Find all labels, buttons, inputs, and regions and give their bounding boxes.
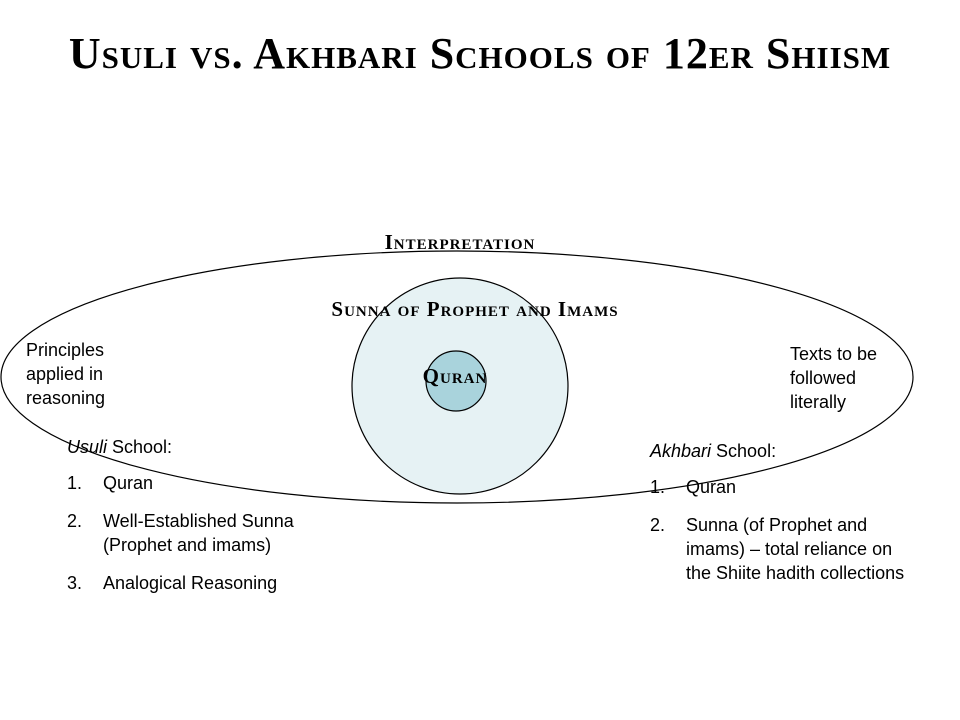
list-item-text: Sunna (of Prophet and imams) – total rel… [686, 515, 905, 583]
list-item: 1. Quran [67, 471, 297, 495]
sunna-label: Sunna of Prophet and Imams [331, 297, 619, 321]
left-note: Principles applied in reasoning [26, 338, 105, 410]
list-item: 2. Sunna (of Prophet and imams) – total r… [650, 513, 920, 585]
list-item-text: Well-Established Sunna (Prophet and imam… [103, 511, 294, 555]
list-item: 2. Well-Established Sunna (Prophet and im… [67, 509, 297, 557]
page-title: Usuli vs. Akhbari Schools of 12er Shiism [68, 29, 892, 78]
list-item-text: Quran [686, 477, 737, 497]
interpretation-label: Interpretation [384, 230, 536, 254]
usuli-sources-list: 1. Quran 2. Well-Established Sunna (Prophe… [67, 471, 297, 595]
usuli-school-name: Usuli [67, 437, 108, 457]
left-note-line: Principles [26, 340, 105, 360]
list-item-text: Quran [103, 473, 154, 493]
left-note-line: applied in [26, 364, 104, 384]
list-number: 2. [67, 511, 83, 531]
right-note-line: literally [790, 392, 847, 412]
usuli-school-suffix: School: [107, 437, 173, 457]
list-number: 1. [650, 477, 666, 497]
right-note-line: Texts to be [790, 344, 878, 364]
list-item: 3. Analogical Reasoning [67, 571, 297, 595]
usuli-school-panel: Usuli School: 1. Quran 2. Well-Established… [67, 435, 297, 609]
list-item: 1. Quran [650, 475, 920, 499]
right-note-line: followed [790, 368, 857, 388]
akhbari-school-name: Akhbari [650, 441, 712, 461]
list-number: 1. [67, 473, 83, 493]
list-item-text: Analogical Reasoning [103, 573, 278, 593]
list-number: 3. [67, 573, 83, 593]
list-number: 2. [650, 515, 666, 535]
right-note: Texts to be followed literally [790, 342, 877, 414]
quran-circle [425, 350, 487, 412]
usuli-school-heading: Usuli School: [67, 435, 297, 459]
akhbari-school-suffix: School: [711, 441, 777, 461]
akhbari-school-heading: Akhbari School: [650, 439, 920, 463]
akhbari-sources-list: 1. Quran 2. Sunna (of Prophet and imams) –… [650, 475, 920, 585]
akhbari-school-panel: Akhbari School: 1. Quran 2. Sunna (of Prop… [650, 439, 920, 599]
quran-label: Quran [422, 364, 488, 388]
left-note-line: reasoning [26, 388, 106, 408]
